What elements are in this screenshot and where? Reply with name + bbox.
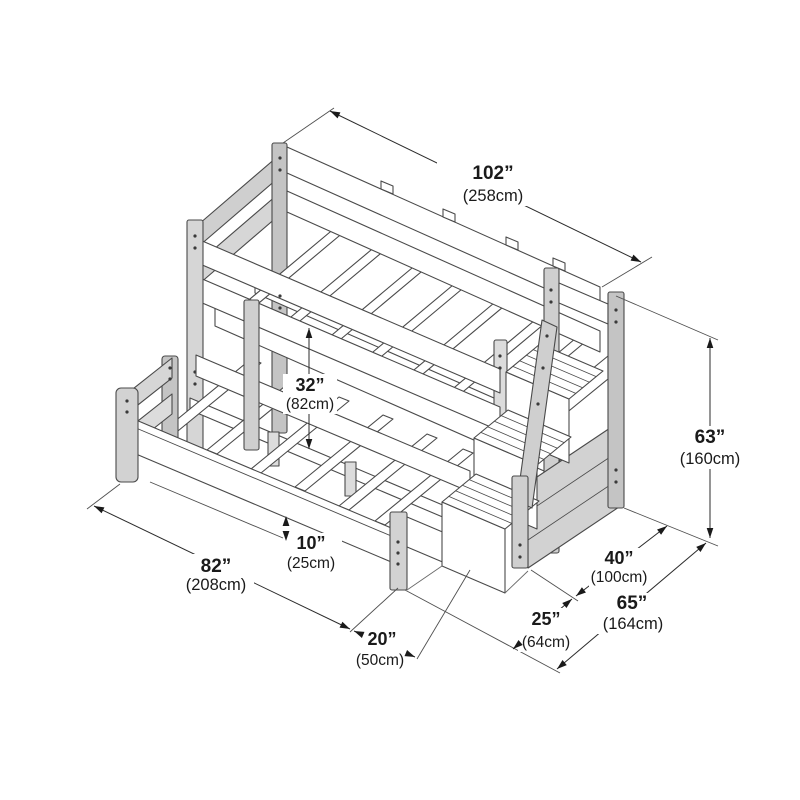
stair-tower-right-post [607,291,625,509]
dim-overall-length-cm: (258cm) [463,187,524,205]
dim-arrowhead [562,599,572,608]
dim-arrowhead [339,621,350,629]
dim-under-bed-clearance-in: 10” [296,533,325,553]
dim-overall-length-in: 102” [472,163,513,184]
stair-front-post [511,475,529,569]
dim-stair-width-cm: (100cm) [591,569,648,586]
dim-arrowhead [706,528,714,538]
dim-under-bunk-clearance-cm: (82cm) [286,396,334,413]
dim-overall-width: 65” (164cm) [556,542,707,670]
cleat [552,257,566,272]
dim-stair-overhang-in: 20” [367,629,396,649]
slat-cleats [380,180,566,272]
top-bunk-back-platform-rail [286,190,601,353]
lower-bed [115,299,474,591]
footboard-post [389,511,408,591]
dim-overall-length: 102” (258cm) [282,107,653,288]
dim-10-arrow-down [282,531,290,541]
dim-stair-depth-in: 25” [531,609,560,629]
cleat [442,208,456,223]
dim-arrowhead [557,660,567,669]
dim-stair-overhang-cm: (50cm) [356,652,404,669]
storage-staircase [406,267,625,594]
dim-stair-depth: 25” (64cm) [404,569,579,674]
dim-arrowhead [706,338,714,348]
dim-arrowhead [657,526,667,535]
dim-arrowhead [513,640,523,649]
dim-bed-length: 82” (208cm) [86,483,399,633]
dim-arrowhead [354,631,365,638]
dim-arrowhead [696,543,706,552]
headboard-front-panel [115,387,139,483]
rail-edge-line [135,427,397,539]
dim-overall-height-in: 63” [695,427,726,448]
dim-under-bunk-clearance-in: 32” [295,375,324,395]
dim-overall-height: 63” (160cm) [615,295,747,547]
dim-overall-width-cm: (164cm) [603,615,664,633]
center-support-leg [344,461,357,497]
dim-arrowhead [94,506,105,514]
bolt-dots [125,366,400,566]
wall-board-line [527,448,623,513]
step-tread [473,409,572,466]
dim-arrowhead [630,254,641,262]
dim-arrowhead [576,587,586,596]
top-bunk-front-post [186,219,204,477]
dim-stair-depth-cm: (64cm) [522,634,570,651]
cleat [380,180,394,195]
top-bunk-inner-leg [243,299,260,451]
dim-overall-height-cm: (160cm) [680,450,741,468]
dim-stair-width: 40” (100cm) [575,525,668,597]
dim-under-bed-clearance: 10” (25cm) [149,481,342,573]
bunk-bed-drawing [115,142,625,594]
wall-board-line [527,476,623,541]
dim-arrowhead [305,439,313,449]
dim-stair-width-in: 40” [604,548,633,568]
stair-stringer [516,319,558,509]
dimension-annotations: 102” (258cm) 63” (160cm) 32” (82cm) 82” [86,107,747,674]
cleat [505,236,519,251]
dim-arrowhead [305,328,313,338]
dim-bed-length-cm: (208cm) [186,576,247,594]
dim-under-bed-clearance-cm: (25cm) [287,555,335,572]
bolt-dots [518,288,618,559]
dim-arrowhead [404,650,415,657]
floor-lines [406,565,529,594]
dim-10-arrow-up [282,516,290,526]
dim-bed-length-in: 82” [201,556,232,577]
dim-under-bunk-clearance: 32” (82cm) [283,328,337,449]
dim-stair-overhang: 20” (50cm) [353,569,471,669]
dim-overall-width-in: 65” [617,593,648,614]
dim-arrowhead [330,111,341,119]
